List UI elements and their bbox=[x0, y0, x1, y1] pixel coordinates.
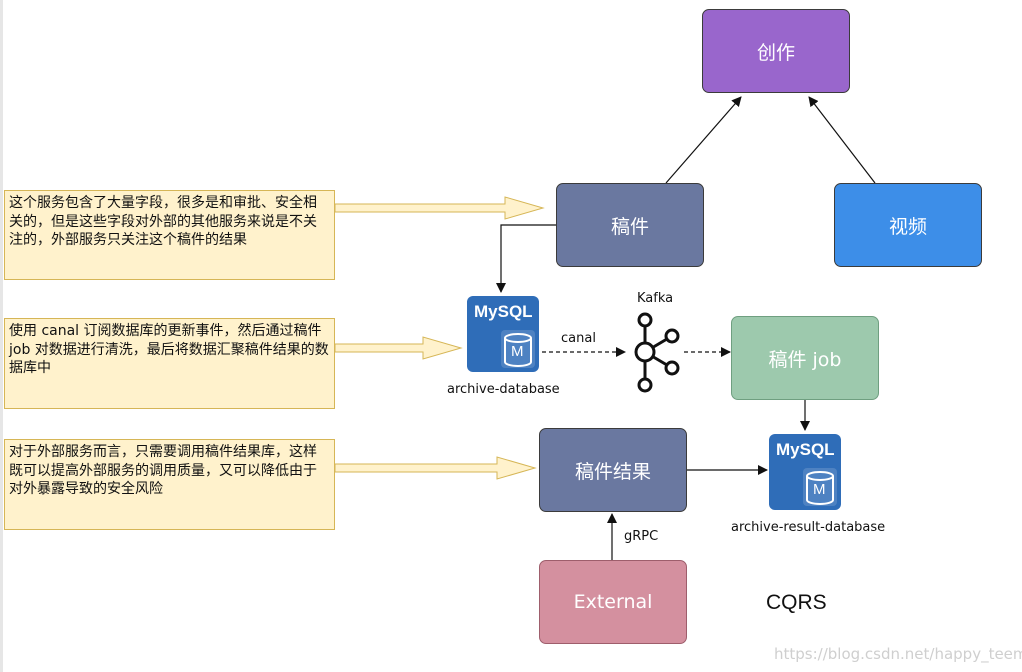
manuscript-result-label: 稿件结果 bbox=[574, 460, 651, 483]
canal-label: canal bbox=[561, 331, 596, 346]
mysql-archive-letter: M bbox=[511, 343, 524, 360]
cqrs-title: CQRS bbox=[766, 591, 827, 614]
mysql-result-icon: MySQL M bbox=[769, 434, 841, 510]
arrow-manuscript-to-archive-db bbox=[496, 224, 556, 293]
mysql-archive-icon: MySQL M bbox=[467, 296, 539, 372]
arrow-video-to-create bbox=[808, 96, 876, 184]
manuscript-box[interactable]: 稿件 bbox=[556, 183, 704, 267]
note-manuscript-text: 这个服务包含了大量字段，很多是和审批、安全相关的，但是这些字段对外部的其他服务来… bbox=[9, 195, 317, 248]
note-canal-text: 使用 canal 订阅数据库的更新事件，然后通过稿件 job 对数据进行清洗，最… bbox=[9, 323, 329, 376]
note-result: 对于外部服务而言，只需要调用稿件结果库，这样既可以提高外部服务的调用质量，又可以… bbox=[4, 439, 335, 530]
grpc-label: gRPC bbox=[624, 529, 659, 544]
archive-database-label: archive-database bbox=[447, 382, 560, 397]
note-result-text: 对于外部服务而言，只需要调用稿件结果库，这样既可以提高外部服务的调用质量，又可以… bbox=[9, 444, 317, 497]
external-box[interactable]: External bbox=[539, 560, 687, 644]
mysql-archive-brand: MySQL bbox=[474, 302, 533, 321]
external-label: External bbox=[573, 591, 653, 613]
manuscript-job-box[interactable]: 稿件 job bbox=[731, 316, 879, 400]
left-border bbox=[0, 0, 3, 672]
arrow-manuscript-to-create bbox=[665, 96, 742, 184]
watermark: https://blog.csdn.net/happy_teemo bbox=[774, 645, 1022, 663]
mysql-result-brand: MySQL bbox=[776, 440, 835, 459]
note-canal: 使用 canal 订阅数据库的更新事件，然后通过稿件 job 对数据进行清洗，最… bbox=[4, 318, 335, 409]
manuscript-job-label: 稿件 job bbox=[768, 348, 842, 371]
mysql-result-letter: M bbox=[813, 481, 826, 498]
kafka-label: Kafka bbox=[637, 291, 674, 306]
callout-arrow-1 bbox=[334, 196, 545, 220]
callout-arrow-3 bbox=[334, 456, 537, 480]
kafka-icon bbox=[634, 312, 680, 393]
video-box[interactable]: 视频 bbox=[834, 183, 982, 267]
video-label: 视频 bbox=[888, 215, 927, 238]
create-box[interactable]: 创作 bbox=[702, 9, 850, 93]
manuscript-label: 稿件 bbox=[610, 215, 649, 238]
note-manuscript: 这个服务包含了大量字段，很多是和审批、安全相关的，但是这些字段对外部的其他服务来… bbox=[4, 190, 335, 280]
archive-result-database-label: archive-result-database bbox=[731, 520, 886, 535]
callout-arrow-2 bbox=[334, 336, 463, 360]
create-label: 创作 bbox=[756, 41, 795, 64]
manuscript-result-box[interactable]: 稿件结果 bbox=[539, 428, 687, 512]
